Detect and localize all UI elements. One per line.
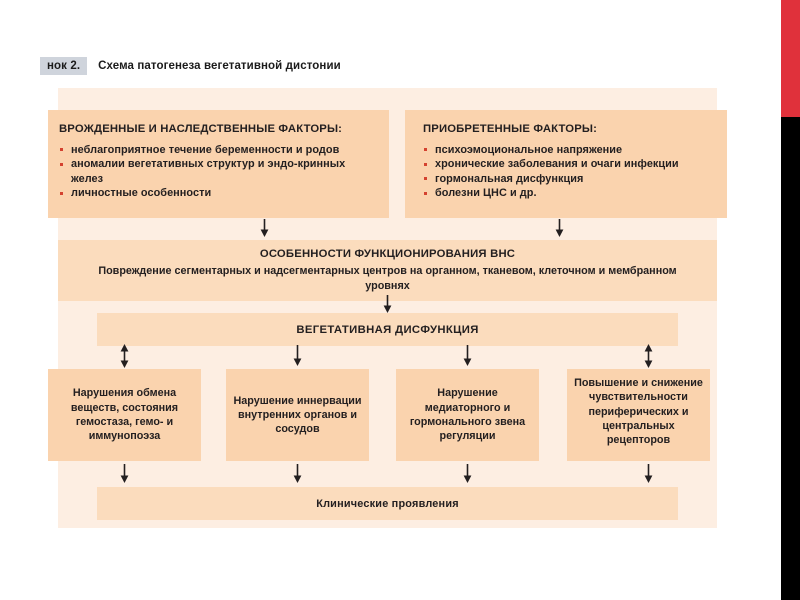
arrow-down-icon xyxy=(259,219,270,238)
box-receptors-text: Повышение и снижение чувствительности пе… xyxy=(574,377,703,447)
box-mediator-hormonal-disorders: Нарушение медиаторного и гормонального з… xyxy=(396,369,539,461)
box-acquired-list: психоэмоциональное напряжение хронически… xyxy=(423,143,717,201)
list-item: болезни ЦНС и др. xyxy=(423,186,717,200)
box-metabolism-text: Нарушения обмена веществ, состояния гемо… xyxy=(70,387,179,443)
box-acquired-heading: ПРИОБРЕТЕННЫЕ ФАКТОРЫ: xyxy=(423,123,597,135)
figure-caption-number: нок 2. xyxy=(40,57,88,75)
band-vegetative-dysfunction: ВЕГЕТАТИВНАЯ ДИСФУНКЦИЯ xyxy=(97,313,678,346)
box-innervation-text: Нарушение иннервации внутренних органов … xyxy=(233,394,362,436)
arrow-up-down-icon xyxy=(119,344,130,368)
box-receptor-sensitivity: Повышение и снижение чувствительности пе… xyxy=(567,369,710,461)
band-ans-title: ОСОБЕННОСТИ ФУНКЦИОНИРОВАНИЯ ВНС xyxy=(259,248,516,260)
arrow-down-icon xyxy=(292,345,303,367)
list-item: психоэмоциональное напряжение xyxy=(423,143,717,157)
arrow-down-icon xyxy=(462,464,473,484)
figure-caption: нок 2. Схема патогенеза вегетативной дис… xyxy=(40,56,341,76)
arrow-down-icon xyxy=(119,464,130,484)
arrow-down-icon xyxy=(554,219,565,238)
list-item: неблагоприятное течение беременности и р… xyxy=(59,143,379,157)
band-clinical-title: Клинические проявления xyxy=(316,497,459,510)
band-ans-functioning: ОСОБЕННОСТИ ФУНКЦИОНИРОВАНИЯ ВНС Поврежд… xyxy=(58,240,717,301)
box-innervation-disorders: Нарушение иннервации внутренних органов … xyxy=(226,369,369,461)
arrow-down-icon xyxy=(292,464,303,484)
figure-caption-title: Схема патогенеза вегетативной дистонии xyxy=(98,60,341,72)
box-hereditary-factors: ВРОЖДЕННЫЕ И НАСЛЕДСТВЕННЫЕ ФАКТОРЫ: неб… xyxy=(48,110,389,218)
list-item: личностные особенности xyxy=(59,186,379,200)
box-hereditary-list: неблагоприятное течение беременности и р… xyxy=(59,143,379,201)
page-edge-stripe-black xyxy=(781,117,800,600)
arrow-down-icon xyxy=(462,345,473,367)
page-edge-stripe-red xyxy=(781,0,800,117)
arrow-up-down-icon xyxy=(643,344,654,368)
band-clinical-manifestations: Клинические проявления xyxy=(97,487,678,520)
list-item: хронические заболевания и очаги инфекции xyxy=(423,157,717,171)
arrow-down-icon xyxy=(643,464,654,484)
band-ans-subtitle: Повреждение сегментарных и надсегментарн… xyxy=(98,265,677,292)
list-item: гормональная дисфункция xyxy=(423,172,717,186)
arrow-down-icon xyxy=(382,295,393,314)
pathogenesis-flowchart: ВРОЖДЕННЫЕ И НАСЛЕДСТВЕННЫЕ ФАКТОРЫ: неб… xyxy=(48,88,727,528)
box-hereditary-heading: ВРОЖДЕННЫЕ И НАСЛЕДСТВЕННЫЕ ФАКТОРЫ: xyxy=(59,123,343,135)
band-dysfunction-title: ВЕГЕТАТИВНАЯ ДИСФУНКЦИЯ xyxy=(296,323,479,336)
box-metabolism-disorders: Нарушения обмена веществ, состояния гемо… xyxy=(48,369,201,461)
box-mediator-text: Нарушение медиаторного и гормонального з… xyxy=(409,387,526,443)
list-item: аномалии вегетативных структур и эндо-кр… xyxy=(59,157,379,186)
box-acquired-factors: ПРИОБРЕТЕННЫЕ ФАКТОРЫ: психоэмоционально… xyxy=(405,110,727,218)
